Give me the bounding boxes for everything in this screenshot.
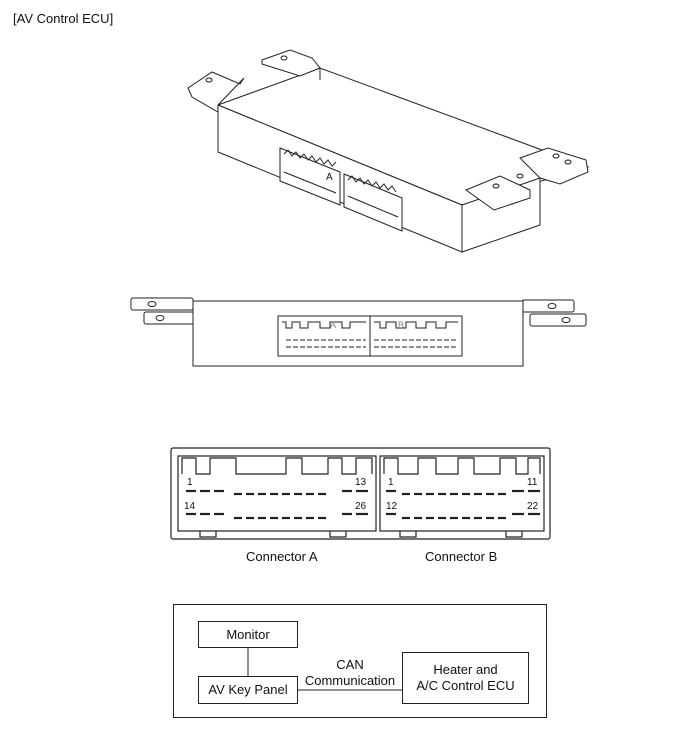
av-key-panel-label: AV Key Panel	[208, 682, 288, 697]
pin-b-12: 12	[386, 501, 398, 512]
pin-a-26: 26	[355, 501, 367, 512]
pin-a-13: 13	[355, 477, 367, 488]
iso-label-a: A	[326, 172, 333, 183]
pin-b-22: 22	[527, 501, 539, 512]
connector-a-label: Connector A	[246, 549, 318, 564]
diagram-title: [AV Control ECU]	[13, 11, 114, 26]
block-diagram-frame	[173, 604, 547, 718]
pin-b-11: 11	[527, 477, 538, 488]
connector-b-label: Connector B	[425, 549, 498, 564]
heater-ac-ecu-box: Heater and A/C Control ECU	[402, 652, 529, 704]
heater-ecu-line2: A/C Control ECU	[416, 678, 515, 693]
pin-b-1: 1	[388, 477, 394, 488]
front-label-b: B	[398, 320, 405, 330]
can-link-label: CAN Communication	[295, 657, 405, 689]
can-link-line2: Communication	[304, 673, 396, 688]
pin-a-1: 1	[187, 477, 193, 488]
heater-ecu-line1: Heater and	[433, 662, 498, 677]
monitor-label: Monitor	[226, 626, 270, 642]
can-link-line1: CAN	[336, 657, 364, 672]
av-key-panel-box: AV Key Panel	[198, 676, 298, 704]
pin-a-14: 14	[184, 501, 196, 512]
front-label-a: A	[330, 320, 337, 330]
monitor-box: Monitor	[198, 621, 298, 648]
